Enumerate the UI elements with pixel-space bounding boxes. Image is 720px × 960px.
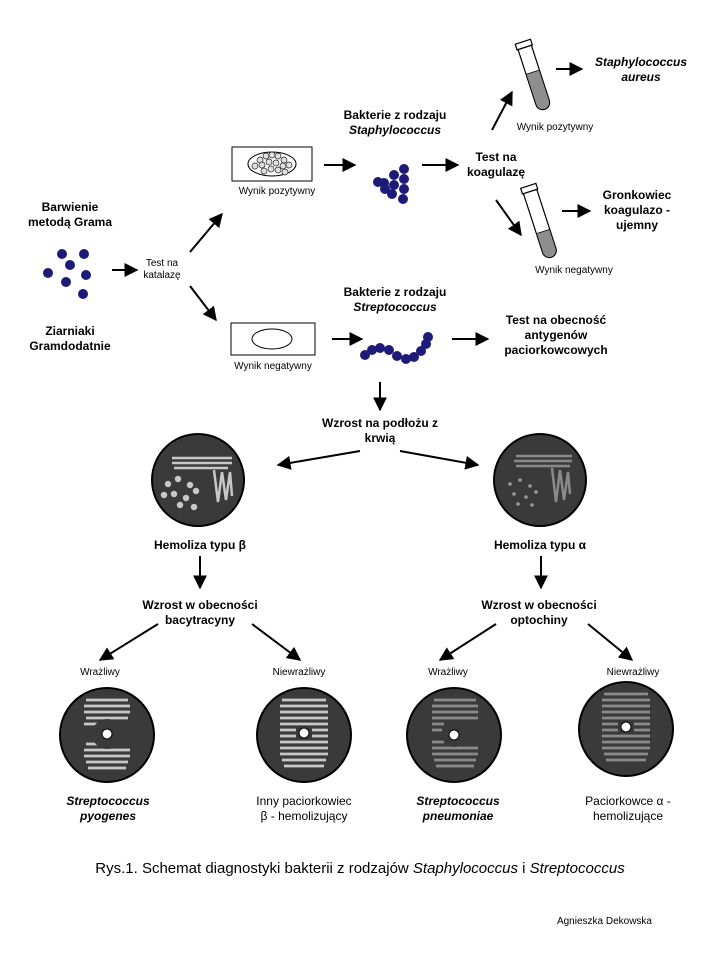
slide-positive bbox=[231, 146, 313, 182]
plate-beta-hemolysis bbox=[151, 433, 245, 527]
arrow-bacitracin-sensitive bbox=[98, 623, 159, 661]
streptococcus-pyogenes-label: Streptococcus pyogenes bbox=[48, 794, 168, 824]
gronkowiec-line2: koagulazo - bbox=[603, 203, 670, 217]
beta-hemolysis-label: Hemoliza typu β bbox=[153, 538, 246, 552]
caption-mid: i bbox=[517, 860, 530, 877]
plate-streptococcus-pyogenes bbox=[59, 687, 155, 783]
bacitracin-growth-label: Wzrost w obecności bacytracyny bbox=[125, 598, 275, 628]
gram-positive-cocci-label: Ziarniaki Gramdodatnie bbox=[20, 324, 120, 354]
arrow-to-beta bbox=[276, 450, 361, 470]
optochin-resistant-label: Niewrażliwy bbox=[606, 667, 660, 678]
plate-streptococcus-pneumoniae bbox=[406, 687, 502, 783]
blood-line2: krwią bbox=[364, 431, 396, 445]
gram-positive-cocci bbox=[43, 249, 91, 299]
strep-genus-name: Streptococcus bbox=[353, 300, 437, 314]
streptococcus-pneumoniae-label: Streptococcus pneumoniae bbox=[398, 794, 518, 824]
pneumoniae-line1: Streptococcus bbox=[416, 794, 500, 808]
arrow-coagulase-negative bbox=[495, 199, 522, 237]
test-tube-negative bbox=[519, 182, 557, 259]
aureus-line1: Staphylococcus bbox=[594, 55, 688, 69]
author-credit: Agnieszka Dekowska bbox=[556, 916, 652, 927]
gram-stain-line1: Barwienie bbox=[41, 200, 99, 214]
bacitracin-sensitive-label: Wrażliwy bbox=[80, 667, 120, 678]
catalase-positive-result: Wynik pozytywny bbox=[238, 186, 316, 197]
arrow-to-alpha bbox=[399, 450, 480, 470]
arrow-optochin-resistant bbox=[587, 623, 634, 661]
catalase-test-label: Test na katalazę bbox=[122, 258, 202, 282]
optochin-line1: Wzrost w obecności bbox=[481, 598, 597, 612]
alpha-hemolysis-label: Hemoliza typu α bbox=[493, 538, 587, 552]
coagulase-line2: koagulazę bbox=[466, 165, 526, 179]
streptococcus-genus-label: Bakterie z rodzaju Streptococcus bbox=[330, 285, 460, 315]
plate-alpha-hemolysis bbox=[493, 433, 587, 527]
caption-prefix: Rys.1. Schemat diagnostyki bakterii z ro… bbox=[95, 860, 413, 877]
plate-other-beta bbox=[256, 687, 352, 783]
staph-genus-name: Staphylococcus bbox=[348, 123, 442, 137]
streptococcus-chain bbox=[360, 332, 433, 364]
antigen-line2: antygenów bbox=[524, 328, 588, 342]
arrow-optochin-sensitive bbox=[438, 623, 497, 661]
alpha-hemolytic-strep-label: Paciorkowce α - hemolizujące bbox=[558, 794, 698, 824]
strep-genus-line1: Bakterie z rodzaju bbox=[343, 285, 447, 299]
blood-line1: Wzrost na podłożu z bbox=[322, 416, 438, 430]
optochin-growth-label: Wzrost w obecności optochiny bbox=[464, 598, 614, 628]
optochin-sensitive-label: Wrażliwy bbox=[428, 667, 468, 678]
cocci-line2: Gramdodatnie bbox=[29, 339, 111, 353]
test-tube-positive bbox=[514, 38, 551, 111]
staphylococcus-cluster bbox=[373, 164, 409, 204]
caption-genus2: Streptococcus bbox=[529, 860, 625, 877]
bacitracin-line2: bacytracyny bbox=[164, 613, 236, 627]
pyogenes-line2: pyogenes bbox=[79, 809, 136, 823]
figure-caption: Rys.1. Schemat diagnostyki bakterii z ro… bbox=[0, 860, 720, 877]
cocci-line1: Ziarniaki bbox=[45, 324, 95, 338]
coagulase-negative-result: Wynik negatywny bbox=[535, 265, 613, 276]
gram-stain-line2: metodą Grama bbox=[27, 215, 113, 229]
bacitracin-resistant-label: Niewrażliwy bbox=[272, 667, 326, 678]
coagulase-test-label: Test na koagulazę bbox=[446, 150, 546, 180]
optochin-line2: optochiny bbox=[510, 613, 568, 627]
pneumoniae-line2: pneumoniae bbox=[422, 809, 494, 823]
catalase-line1: Test na bbox=[145, 258, 179, 269]
antigen-line3: paciorkowcowych bbox=[504, 343, 608, 357]
antigen-line1: Test na obecność bbox=[505, 313, 607, 327]
antigen-test-label: Test na obecność antygenów paciorkowcowy… bbox=[486, 313, 626, 358]
coagulase-positive-result: Wynik pozytywny bbox=[516, 122, 594, 133]
gram-stain-label: Barwienie metodą Grama bbox=[20, 200, 120, 230]
staphylococcus-genus-label: Bakterie z rodzaju Staphylococcus bbox=[330, 108, 460, 138]
arrow-catalase-negative bbox=[189, 285, 217, 322]
blood-agar-growth-label: Wzrost na podłożu z krwią bbox=[300, 416, 460, 446]
aureus-line2: aureus bbox=[621, 70, 661, 84]
gronkowiec-line3: ujemny bbox=[615, 218, 658, 232]
other-beta-line1: Inny paciorkowiec bbox=[256, 794, 352, 808]
alpha-other-line2: hemolizujące bbox=[592, 809, 664, 823]
plate-alpha-other bbox=[578, 681, 674, 777]
arrow-catalase-positive bbox=[189, 212, 223, 253]
staphylococcus-aureus-label: Staphylococcus aureus bbox=[586, 55, 696, 85]
catalase-line2: katalazę bbox=[143, 270, 181, 281]
bacitracin-line1: Wzrost w obecności bbox=[142, 598, 258, 612]
arrow-coagulase-positive bbox=[491, 90, 513, 131]
coagulase-line1: Test na bbox=[475, 150, 517, 164]
slide-negative bbox=[230, 322, 316, 356]
other-beta-strep-label: Inny paciorkowiec β - hemolizujący bbox=[234, 794, 374, 824]
coagulase-negative-staph-label: Gronkowiec koagulazo - ujemny bbox=[592, 188, 682, 233]
gronkowiec-line1: Gronkowiec bbox=[602, 188, 672, 202]
alpha-other-line1: Paciorkowce α - bbox=[585, 794, 671, 808]
staph-genus-line1: Bakterie z rodzaju bbox=[343, 108, 447, 122]
arrow-bacitracin-resistant bbox=[251, 623, 302, 661]
catalase-negative-result: Wynik negatywny bbox=[234, 361, 312, 372]
caption-genus1: Staphylococcus bbox=[412, 860, 518, 877]
pyogenes-line1: Streptococcus bbox=[66, 794, 150, 808]
other-beta-line2: β - hemolizujący bbox=[260, 809, 348, 823]
